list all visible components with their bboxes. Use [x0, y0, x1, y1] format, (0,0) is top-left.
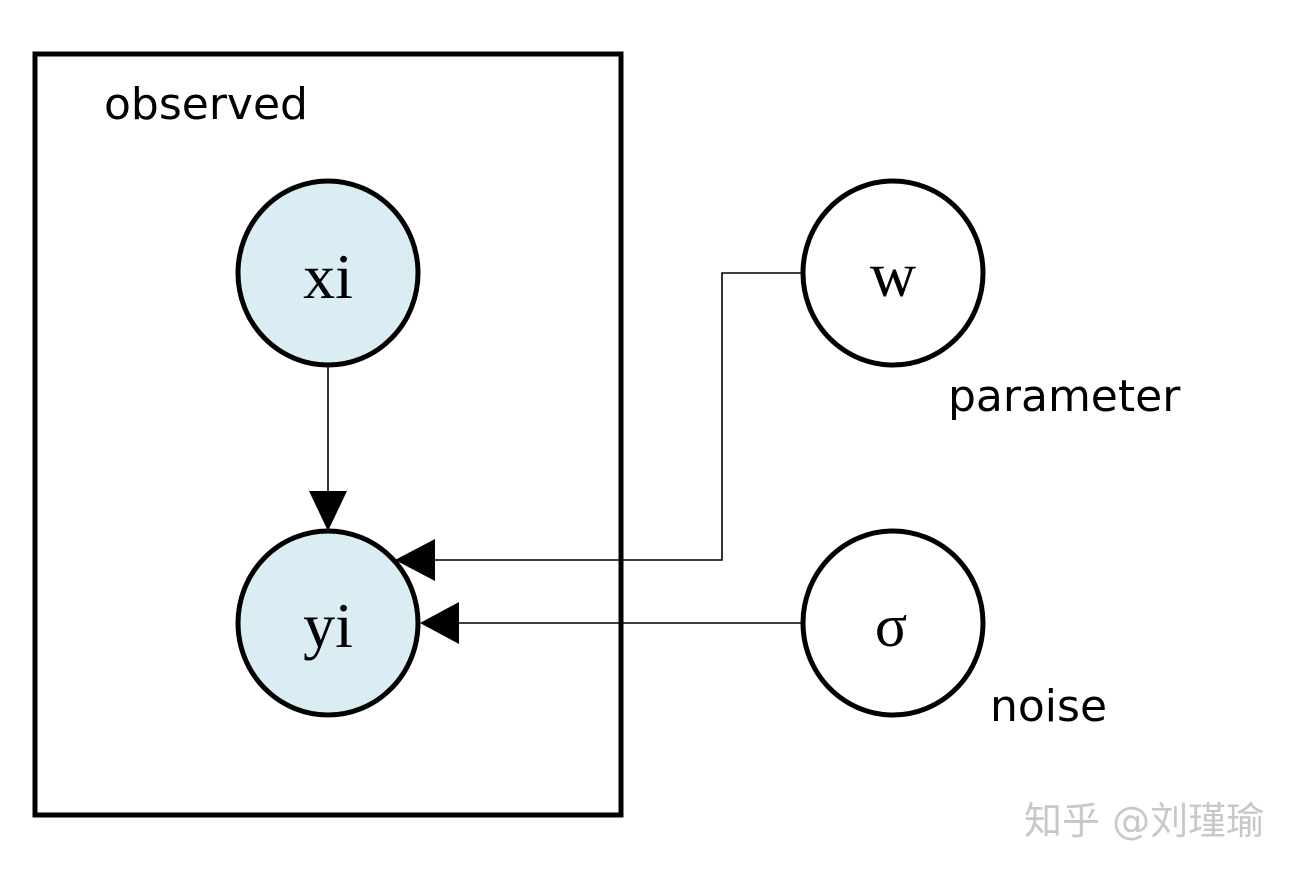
- edge-sigma-to-yi: [420, 602, 801, 644]
- node-w-circle: [800, 178, 986, 368]
- node-sigma: σ: [800, 528, 986, 718]
- node-w-label: w: [870, 239, 916, 310]
- node-sigma-caption: noise: [990, 681, 1107, 732]
- plate-label: observed: [104, 79, 308, 130]
- edge-line: [432, 272, 801, 561]
- node-sigma-circle: [800, 528, 986, 718]
- arrowhead-icon: [395, 539, 435, 581]
- arrowhead-icon: [309, 491, 347, 531]
- node-xi-label: xi: [303, 241, 353, 312]
- node-xi: xi: [235, 178, 421, 368]
- node-w-caption: parameter: [948, 371, 1181, 422]
- watermark-text: 知乎 @刘瑾瑜: [1024, 799, 1264, 843]
- node-yi-circle: [235, 528, 421, 718]
- edge-w-to-yi: [395, 272, 801, 581]
- node-sigma-label: σ: [875, 593, 907, 659]
- edge-xi-to-yi: [309, 366, 347, 531]
- observed-plate: [32, 51, 624, 818]
- node-xi-circle: [235, 178, 421, 368]
- arrowhead-icon: [420, 602, 459, 644]
- node-w: w: [800, 178, 986, 368]
- node-yi: yi: [235, 528, 421, 718]
- node-yi-label: yi: [303, 590, 353, 661]
